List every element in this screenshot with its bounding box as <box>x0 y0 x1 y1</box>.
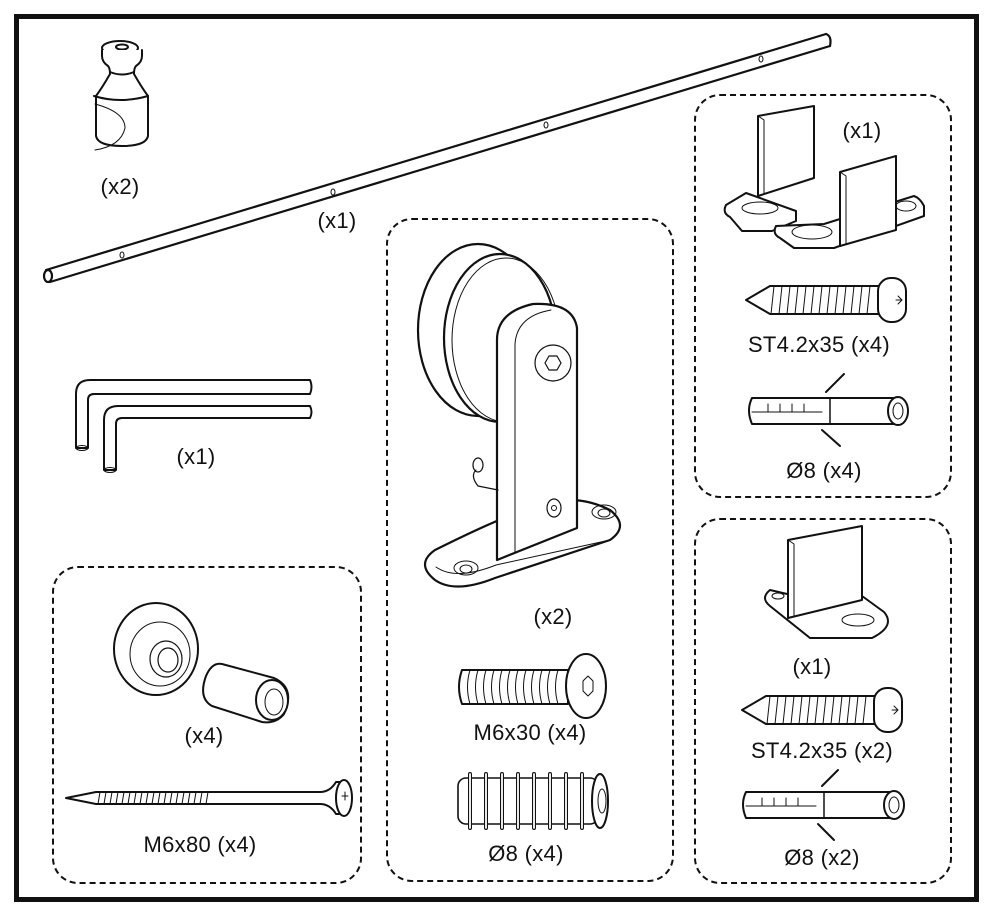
group-single-floor-guide <box>694 518 952 884</box>
double-floor-guide-qty: (x1) <box>842 118 882 143</box>
hex-keys-qty: (x1) <box>176 444 216 469</box>
group-double-floor-guide <box>694 94 952 498</box>
door-stopper-qty: (x2) <box>100 174 140 199</box>
track-rail-icon <box>42 32 832 284</box>
lag-screw-label: M6x80 (x4) <box>143 832 257 857</box>
group-roller-hanger <box>386 218 674 882</box>
hex-bolt-label: M6x30 (x4) <box>473 720 587 745</box>
double-guide-screw-label: ST4.2x35 (x4) <box>747 332 891 357</box>
double-floor-guide-icon <box>723 105 925 249</box>
wall-anchor-icon <box>742 769 905 841</box>
wall-anchor-icon <box>748 373 909 447</box>
single-floor-guide-icon <box>764 525 889 639</box>
roller-hanger-qty: (x2) <box>533 604 573 629</box>
roller-hanger-icon <box>416 242 622 588</box>
threaded-insert-icon <box>457 772 609 830</box>
spacer-washer-icon <box>113 602 199 696</box>
hex-bolt-icon <box>458 653 607 719</box>
single-guide-screw-label: ST4.2x35 (x2) <box>750 738 894 763</box>
hex-keys-icon <box>75 379 313 473</box>
single-floor-guide-qty: (x1) <box>792 654 832 679</box>
door-stopper-icon <box>93 40 149 151</box>
self-tapping-screw-icon <box>745 277 907 323</box>
threaded-insert-label: Ø8 (x4) <box>488 841 564 866</box>
spacer-sleeve-icon <box>202 662 290 724</box>
single-guide-anchor-label: Ø8 (x2) <box>784 845 860 870</box>
self-tapping-screw-icon <box>741 687 903 733</box>
spacer-qty: (x4) <box>184 723 224 748</box>
double-guide-anchor-label: Ø8 (x4) <box>786 458 862 483</box>
lag-screw-icon <box>65 779 353 817</box>
group-wall-spacer <box>52 566 362 884</box>
track-rail-qty: (x1) <box>317 208 357 233</box>
